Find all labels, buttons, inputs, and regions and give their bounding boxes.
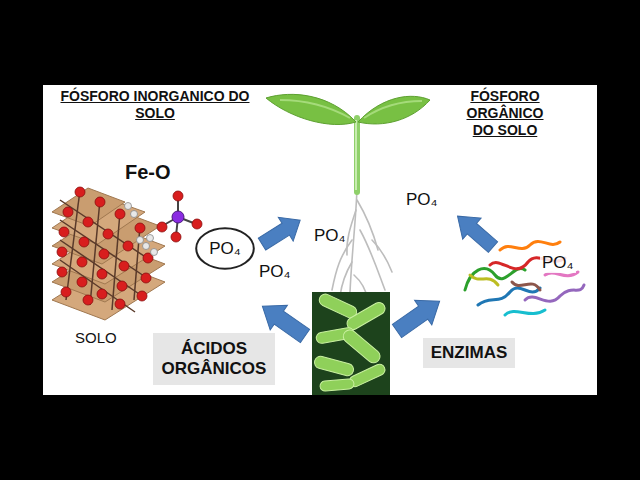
plant-seedling: [266, 94, 430, 300]
enzyme-protein: [465, 241, 584, 315]
phosphate-label: PO₄: [259, 262, 291, 282]
mineral-structure: [52, 187, 202, 320]
chemical-label: Fe-O: [125, 160, 171, 184]
node-text: ENZIMAS: [431, 343, 508, 363]
section-heading: FÓSFORO ORGÂNICO DO SOLO: [455, 88, 555, 138]
phosphate-ellipse: PO₄: [195, 227, 255, 270]
flow-arrows: [254, 206, 502, 349]
section-heading: FÓSFORO INORGANICO DO SOLO: [55, 88, 255, 122]
bacteria-image: [312, 292, 390, 395]
process-box: ENZIMAS: [423, 338, 515, 368]
process-box: ÁCIDOS ORGÂNICOS: [153, 333, 275, 385]
phosphate-label: PO₄: [406, 190, 438, 210]
soil-label: SOLO: [75, 329, 117, 347]
node-text: PO₄: [209, 239, 241, 259]
phosphate-label: PO₄: [314, 226, 346, 246]
node-text: ÁCIDOS ORGÂNICOS: [161, 339, 267, 378]
phosphate-label: PO₄: [540, 253, 576, 273]
